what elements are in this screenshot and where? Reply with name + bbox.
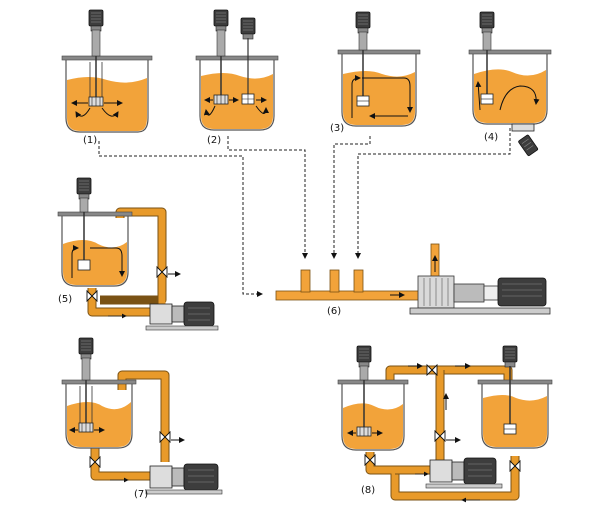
inline-mixer-6 (275, 243, 551, 315)
connection-lines (98, 128, 511, 297)
motor-icon (78, 337, 94, 360)
pump-icon (425, 457, 503, 489)
mixing-tank-2 (195, 9, 279, 131)
motor-icon (479, 11, 495, 34)
motor-icon (356, 345, 372, 368)
motor-icon (240, 17, 256, 40)
label-3: (3) (330, 123, 344, 134)
impeller-icon (88, 96, 104, 107)
label-1: (1) (83, 135, 97, 146)
motor-icon (497, 277, 547, 307)
motor-icon (502, 345, 518, 368)
impeller-icon (356, 426, 372, 437)
label-6: (6) (327, 306, 341, 317)
mixing-tank-5 (57, 177, 219, 331)
mixing-tank-7 (61, 337, 223, 495)
motor-icon (518, 134, 539, 156)
motor-icon (355, 11, 371, 34)
mixing-tank-1 (61, 9, 153, 133)
label-5: (5) (58, 294, 72, 305)
pump-icon (145, 301, 219, 331)
label-2: (2) (207, 135, 221, 146)
mixing-tank-4 (468, 11, 552, 156)
pump-icon (145, 463, 223, 495)
motor-icon (76, 177, 92, 200)
label-7: (7) (134, 489, 148, 500)
label-8: (8) (361, 485, 375, 496)
mixing-system-8 (337, 345, 553, 503)
impeller-icon (77, 259, 91, 271)
label-4: (4) (484, 132, 498, 143)
motor-icon (213, 9, 229, 32)
impeller-icon (78, 422, 94, 433)
impeller-icon (213, 94, 229, 105)
motor-icon (88, 9, 104, 32)
mixing-tank-3 (337, 11, 421, 127)
